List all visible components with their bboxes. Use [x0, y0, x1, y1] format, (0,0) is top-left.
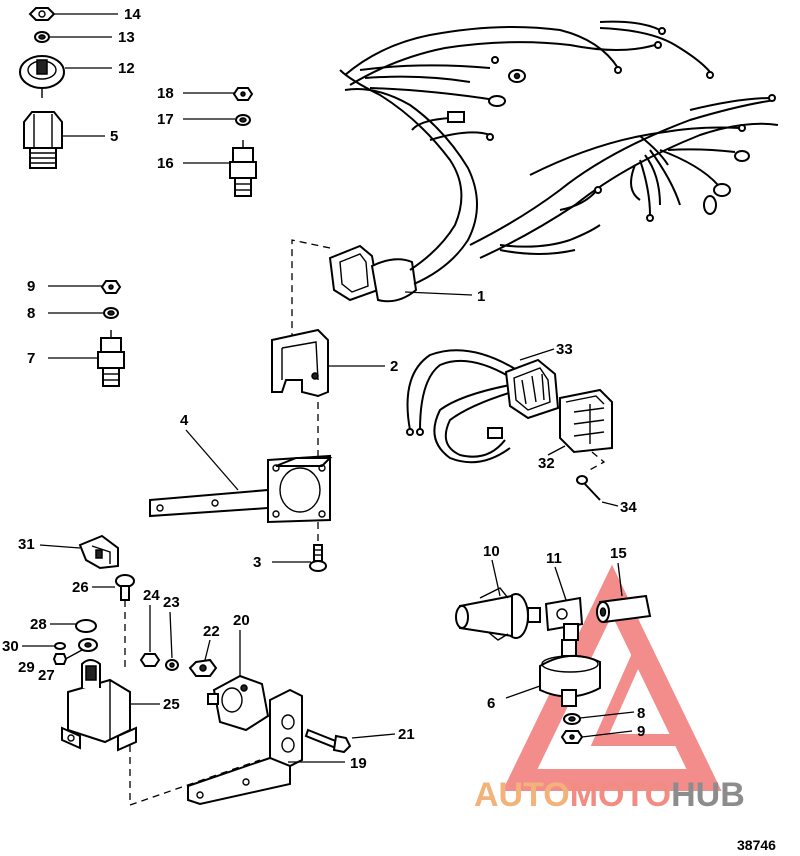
- part-15-coupler: [596, 594, 652, 624]
- part-6-sender: [539, 639, 601, 707]
- part-31-clip: [78, 534, 119, 570]
- part-29-nut: [52, 653, 68, 665]
- callout-12: 12: [118, 60, 135, 77]
- part-18-nut: [232, 87, 254, 101]
- callout-28: 28: [30, 616, 47, 633]
- part-28-washer: [75, 619, 97, 633]
- part-5-adapter: [23, 111, 63, 169]
- part-20-switch: [207, 674, 270, 732]
- callout-17: 17: [157, 111, 174, 128]
- callout-9b: 9: [637, 723, 645, 740]
- watermark-hub: HUB: [671, 776, 745, 814]
- callout-13: 13: [118, 29, 135, 46]
- part-26-bolt: [115, 574, 135, 601]
- part-1-wiring-harness: [328, 20, 779, 303]
- part-21-bolt: [304, 728, 352, 754]
- part-24-nut: [139, 653, 161, 667]
- callout-2: 2: [390, 358, 398, 375]
- callout-8b: 8: [637, 705, 645, 722]
- part-11-tee-fitting: [544, 596, 584, 641]
- callout-25: 25: [163, 696, 180, 713]
- part-34-bolt: [576, 475, 601, 501]
- callout-7: 7: [27, 350, 35, 367]
- callout-29: 29: [18, 659, 35, 676]
- diagram-number: 38746: [737, 837, 776, 853]
- part-33-pigtail-harness: [406, 349, 560, 464]
- callout-32: 32: [538, 455, 555, 472]
- callout-18: 18: [157, 85, 174, 102]
- callout-31: 31: [18, 536, 35, 553]
- callout-24: 24: [143, 587, 160, 604]
- part-2-bracket: [271, 328, 329, 398]
- part-30-washer: [54, 642, 66, 650]
- part-9-nut: [100, 280, 122, 294]
- watermark-moto: MOTO: [570, 776, 671, 814]
- part-12-sender: [19, 55, 65, 98]
- callout-22: 22: [203, 623, 220, 640]
- part-13-washer: [34, 31, 50, 43]
- callout-4: 4: [180, 412, 189, 429]
- part-27-nut: [78, 638, 98, 652]
- part-22-nut: [188, 658, 218, 677]
- callout-1: 1: [477, 288, 485, 305]
- part-10-pressure-switch: [455, 587, 541, 641]
- callout-16: 16: [157, 155, 174, 172]
- part-4-mounting-plate: [149, 454, 333, 524]
- part-9-nut-right: [560, 730, 584, 744]
- part-32-module: [559, 388, 613, 454]
- callout-27: 27: [38, 667, 55, 684]
- svg-text:AUTOMOTOHUB: AUTOMOTOHUB: [474, 776, 745, 814]
- part-17-washer: [235, 114, 251, 126]
- callout-21: 21: [398, 726, 415, 743]
- callout-26: 26: [72, 579, 89, 596]
- part-23-washer: [165, 659, 179, 671]
- callout-11: 11: [546, 550, 562, 567]
- callout-14: 14: [124, 6, 141, 23]
- watermark-auto: AUTO: [474, 776, 570, 814]
- callout-33: 33: [556, 341, 573, 358]
- part-25-solenoid: [61, 659, 137, 752]
- part-8-washer: [103, 307, 119, 319]
- callout-6: 6: [487, 695, 495, 712]
- watermark-text: AUTOMOTOHUB: [474, 776, 745, 814]
- callout-8: 8: [27, 305, 35, 322]
- callout-30: 30: [2, 638, 19, 655]
- callout-9: 9: [27, 278, 35, 295]
- callout-10: 10: [483, 543, 500, 560]
- part-7-sender: [97, 330, 125, 387]
- callout-5: 5: [110, 128, 118, 145]
- part-8-washer-right: [563, 713, 581, 725]
- callout-3: 3: [253, 554, 261, 571]
- callout-20: 20: [233, 612, 250, 629]
- part-14-nut: [28, 7, 56, 21]
- part-19-bracket: [187, 688, 303, 806]
- callout-15: 15: [610, 545, 627, 562]
- part-3-screw: [309, 544, 327, 572]
- callout-19: 19: [350, 755, 367, 772]
- part-16-sender: [229, 140, 257, 197]
- callout-23: 23: [163, 594, 180, 611]
- callout-34: 34: [620, 499, 637, 516]
